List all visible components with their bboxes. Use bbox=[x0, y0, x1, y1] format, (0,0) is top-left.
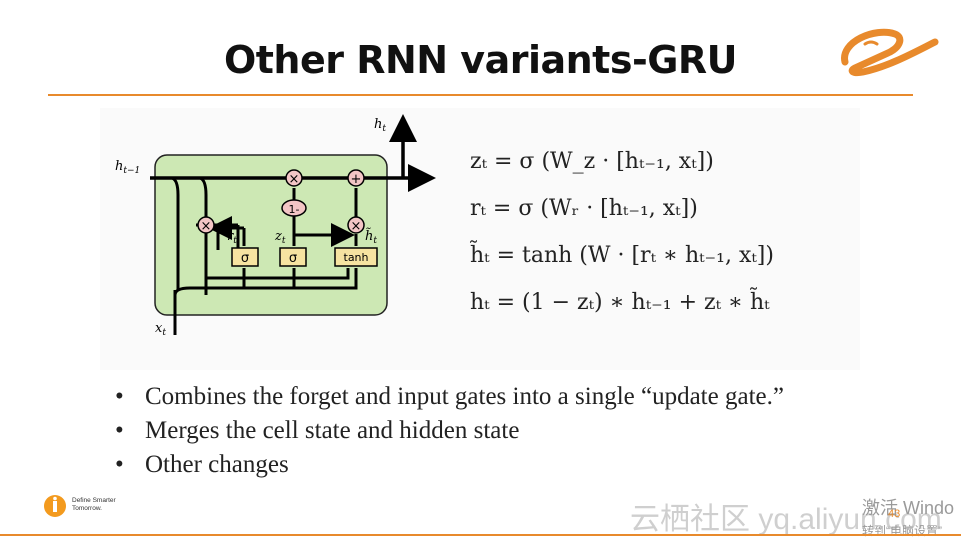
label-h-t: ht bbox=[374, 117, 386, 134]
sigma-r-gate: σ bbox=[231, 247, 259, 267]
label-h-tilde: h̃t bbox=[365, 227, 377, 246]
bullet-dot-icon: • bbox=[115, 451, 124, 478]
multiply-r-op: × bbox=[197, 216, 215, 234]
label-z-t: zt bbox=[274, 229, 286, 246]
svg-text:+: + bbox=[351, 172, 362, 187]
watermark: 云栖社区 yq.aliyun.com bbox=[630, 503, 942, 536]
bullet-list: •Combines the forget and input gates int… bbox=[115, 380, 784, 482]
title-divider bbox=[48, 94, 913, 96]
bullet-item: •Combines the forget and input gates int… bbox=[115, 380, 784, 414]
svg-text:σ: σ bbox=[241, 251, 249, 266]
activate-windows-hint: 转到“电脑设置” bbox=[862, 524, 942, 538]
one-minus-op: 1- bbox=[281, 199, 307, 217]
svg-text:σ: σ bbox=[289, 251, 297, 266]
footer-tagline: Define Smarter Tomorrow. bbox=[72, 497, 116, 512]
company-logo bbox=[841, 28, 939, 77]
label-x-t: xt bbox=[155, 321, 166, 338]
footer-logo-icon bbox=[44, 495, 66, 517]
sigma-z-gate: σ bbox=[279, 247, 307, 267]
svg-text:tanh: tanh bbox=[344, 251, 369, 264]
label-h-prev: ht−1 bbox=[115, 159, 140, 176]
bullet-dot-icon: • bbox=[115, 383, 124, 410]
gru-cell-diagram: × × + × 1- σ σ tanh bbox=[115, 114, 436, 338]
tanh-gate: tanh bbox=[334, 247, 378, 267]
add-op: + bbox=[347, 169, 365, 187]
page-number: 43 bbox=[888, 508, 901, 520]
gru-equations: zₜ = σ (W_z · [hₜ₋₁, xₜ]) rₜ = σ (Wᵣ · [… bbox=[470, 138, 774, 326]
activate-windows-notice: 激活 Windo bbox=[862, 498, 955, 518]
svg-text:×: × bbox=[201, 219, 212, 234]
bullet-item: •Other changes bbox=[115, 448, 784, 482]
bullet-dot-icon: • bbox=[115, 417, 124, 444]
equation-candidate: h̃ₜ = tanh (W · [rₜ ∗ hₜ₋₁, xₜ]) bbox=[470, 243, 774, 268]
equation-hidden-state: hₜ = (1 − zₜ) ∗ hₜ₋₁ + zₜ ∗ h̃ₜ bbox=[470, 290, 770, 315]
footer-divider bbox=[0, 534, 961, 536]
svg-text:×: × bbox=[289, 172, 300, 187]
svg-text:×: × bbox=[351, 219, 362, 234]
svg-text:1-: 1- bbox=[289, 203, 300, 216]
bullet-item: •Merges the cell state and hidden state bbox=[115, 414, 784, 448]
slide-title: Other RNN variants-GRU bbox=[223, 38, 738, 82]
equation-reset-gate: rₜ = σ (Wᵣ · [hₜ₋₁, xₜ]) bbox=[470, 196, 698, 221]
multiply-z-op: × bbox=[347, 216, 365, 234]
multiply-top-op: × bbox=[285, 169, 303, 187]
equation-update-gate: zₜ = σ (W_z · [hₜ₋₁, xₜ]) bbox=[470, 149, 714, 174]
label-r-t: rt bbox=[227, 229, 237, 246]
cell-body bbox=[154, 154, 388, 316]
